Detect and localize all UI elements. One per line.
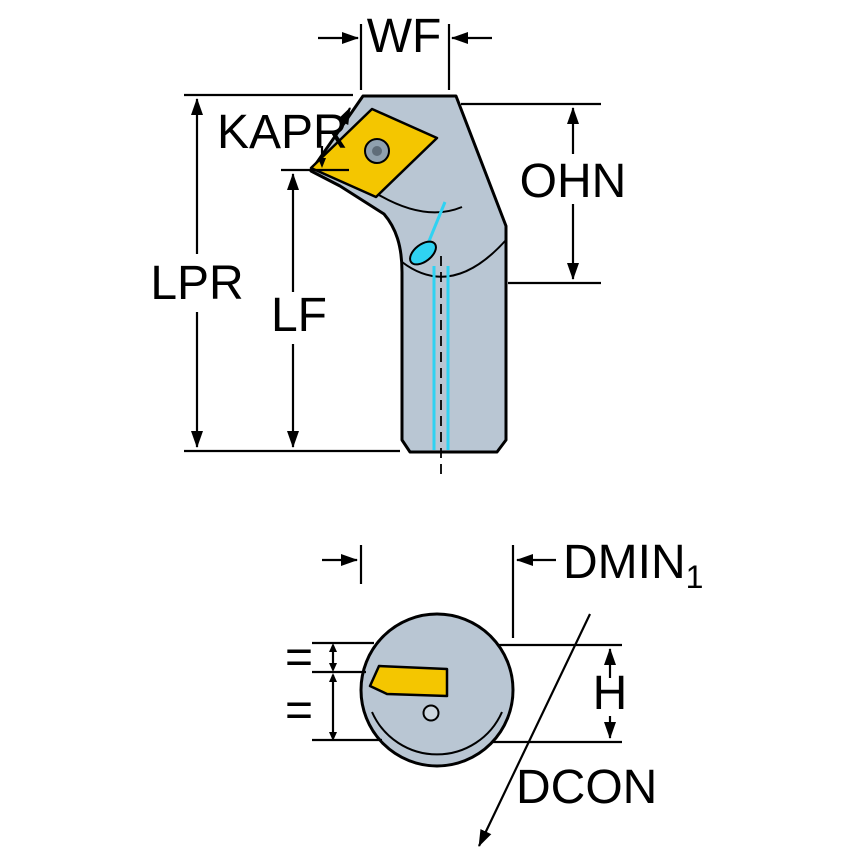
side-view: WF KAPR OHN LPR (150, 10, 626, 477)
shank-inner-arc (371, 711, 503, 756)
lf-dimension: LF (271, 173, 327, 448)
h-label: H (593, 667, 628, 720)
ohn-dimension: OHN (461, 102, 627, 285)
dcon-dimension: DCON (478, 613, 657, 847)
coolant-outlet (409, 240, 437, 266)
ohn-label: OHN (520, 155, 627, 208)
dcon-label: DCON (516, 761, 657, 814)
lf-label: LF (271, 289, 327, 342)
coolant-jet-line (425, 201, 447, 247)
symmetry-dimension: = = (285, 631, 382, 742)
equal-top-label: = (285, 631, 313, 684)
kapr-label: KAPR (217, 106, 348, 159)
cutting-insert-top (368, 664, 449, 698)
wf-label: WF (367, 10, 442, 63)
h-dimension: H (492, 643, 628, 744)
clamp-screw-center-icon (372, 146, 382, 156)
insert-pocket-contour (378, 194, 463, 214)
dmin-subscript: 1 (686, 559, 704, 595)
kapr-dimension: KAPR (217, 106, 351, 172)
dmin-dimension: DMIN1 (322, 536, 703, 638)
wf-dimension: WF (318, 10, 492, 90)
coolant-hole (422, 704, 440, 722)
head-transition-contour (401, 239, 507, 278)
dmin-label: DMIN1 (563, 536, 703, 595)
end-view: DCON DMIN1 H (285, 536, 703, 847)
lpr-label: LPR (150, 257, 243, 310)
lpr-dimension: LPR (150, 93, 400, 453)
equal-bottom-label: = (285, 684, 313, 737)
